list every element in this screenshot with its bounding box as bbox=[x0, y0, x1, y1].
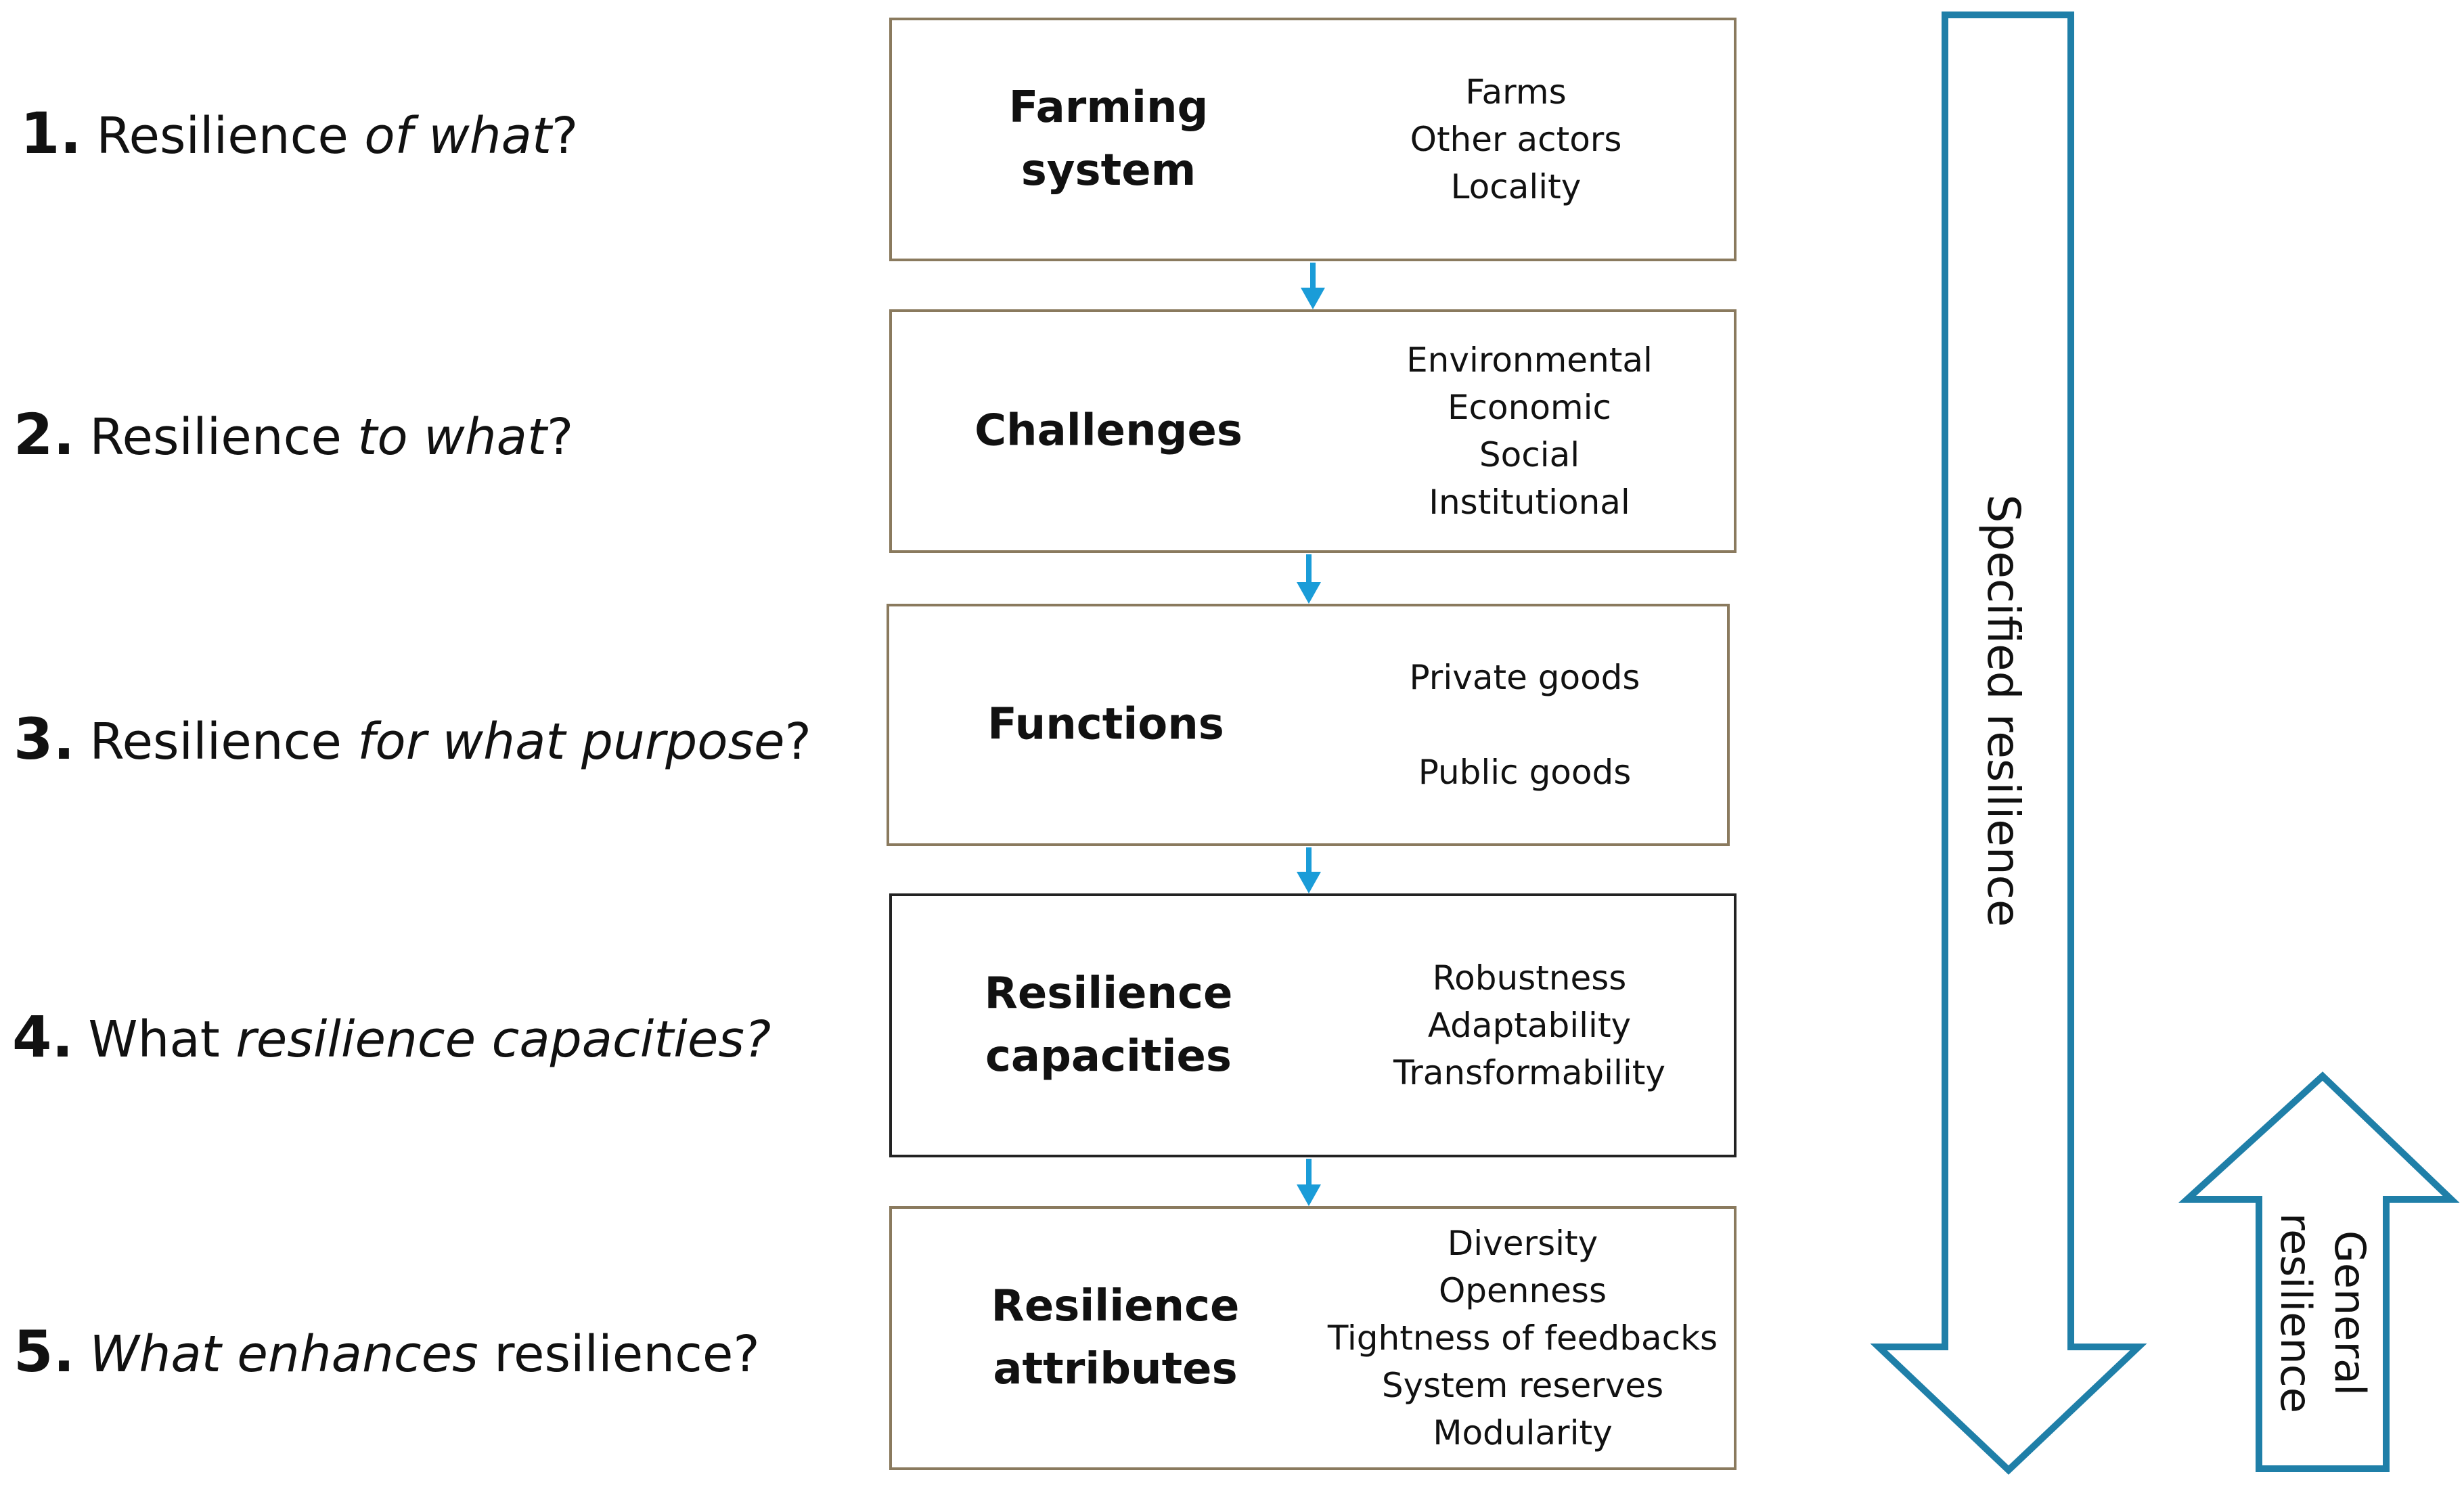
question-4: 4.What resilience capacities? bbox=[12, 1008, 771, 1065]
box-items: Private goods Public goods bbox=[1336, 654, 1713, 796]
box-title-line: attributes bbox=[993, 1344, 1238, 1394]
box-title-line: Farming bbox=[1008, 83, 1209, 133]
box-item: Diversity bbox=[1447, 1224, 1598, 1263]
box-item: Public goods bbox=[1418, 753, 1632, 792]
connector-arrow-3 bbox=[1297, 847, 1321, 893]
general-label-line: resilience bbox=[2271, 1213, 2321, 1413]
connector-arrow-1 bbox=[1301, 263, 1325, 309]
box-items: Diversity Openness Tightness of feedback… bbox=[1325, 1220, 1720, 1457]
box-title-line: capacities bbox=[985, 1031, 1232, 1082]
box-title: Functions bbox=[889, 694, 1322, 757]
box-item: Social bbox=[1479, 435, 1580, 474]
question-suffix: ? bbox=[552, 107, 579, 165]
box-resilience-attributes: Resilience attributes Diversity Openness… bbox=[889, 1206, 1737, 1470]
question-prefix: Resilience bbox=[96, 107, 365, 165]
box-item: Modularity bbox=[1433, 1413, 1613, 1452]
box-item: Adaptability bbox=[1427, 1006, 1632, 1045]
box-title-line: Functions bbox=[987, 699, 1224, 750]
box-title-line: system bbox=[1021, 146, 1196, 196]
box-item: Private goods bbox=[1409, 658, 1640, 697]
question-suffix: resilience? bbox=[478, 1325, 760, 1383]
box-item: Other actors bbox=[1410, 120, 1622, 159]
box-title-line: Resilience bbox=[991, 1281, 1240, 1331]
question-prefix: Resilience bbox=[89, 408, 358, 466]
box-challenges: Challenges Environmental Economic Social… bbox=[889, 309, 1737, 553]
box-title: Resilience attributes bbox=[892, 1275, 1339, 1401]
question-number: 3. bbox=[14, 706, 75, 772]
box-item: Economic bbox=[1447, 388, 1612, 427]
question-number: 4. bbox=[12, 1004, 74, 1070]
box-item: Transformability bbox=[1393, 1053, 1665, 1092]
question-number: 5. bbox=[14, 1318, 75, 1385]
question-number: 1. bbox=[20, 100, 82, 167]
box-items: Farms Other actors Locality bbox=[1312, 68, 1720, 210]
question-emphasis: to what bbox=[357, 408, 547, 466]
connector-arrow-2 bbox=[1297, 554, 1321, 604]
question-emphasis: resilience capacities? bbox=[236, 1011, 771, 1069]
connector-arrow-4 bbox=[1297, 1159, 1321, 1206]
question-5: 5.What enhances resilience? bbox=[14, 1323, 760, 1380]
box-item: Robustness bbox=[1432, 958, 1627, 998]
question-prefix: What bbox=[88, 1011, 236, 1069]
box-item: Tightness of feedbacks bbox=[1327, 1318, 1718, 1358]
question-number: 2. bbox=[14, 401, 75, 468]
question-2: 2.Resilience to what? bbox=[14, 406, 573, 463]
general-label-line: General bbox=[2325, 1230, 2375, 1396]
box-item: Locality bbox=[1450, 167, 1582, 206]
general-resilience-label: General resilience bbox=[2268, 1213, 2377, 1413]
question-3: 3.Resilience for what purpose? bbox=[14, 711, 811, 768]
box-title-line: Resilience bbox=[984, 969, 1233, 1019]
box-title: Challenges bbox=[892, 400, 1325, 463]
specified-resilience-arrow bbox=[1870, 12, 2147, 1475]
question-suffix: ? bbox=[546, 408, 574, 466]
box-functions: Functions Private goods Public goods bbox=[887, 604, 1730, 846]
question-emphasis: of what bbox=[364, 107, 552, 165]
question-emphasis: What enhances bbox=[89, 1325, 478, 1383]
question-prefix: Resilience bbox=[89, 713, 358, 771]
question-emphasis: for what purpose bbox=[357, 713, 785, 771]
box-resilience-capacities: Resilience capacities Robustness Adaptab… bbox=[889, 893, 1737, 1157]
box-title-line: Challenges bbox=[975, 405, 1242, 456]
box-items: Environmental Economic Social Institutio… bbox=[1339, 336, 1720, 526]
general-resilience-arrow bbox=[2178, 1071, 2460, 1472]
specified-resilience-label: Specified resilience bbox=[1977, 494, 2030, 927]
box-title: Farming system bbox=[892, 76, 1325, 202]
box-items: Robustness Adaptability Transformability bbox=[1339, 954, 1720, 1096]
box-item: Environmental bbox=[1406, 340, 1653, 380]
box-item: Institutional bbox=[1429, 483, 1630, 522]
box-farming-system: Farming system Farms Other actors Locali… bbox=[889, 18, 1737, 261]
box-title: Resilience capacities bbox=[892, 962, 1325, 1088]
question-suffix: ? bbox=[784, 713, 811, 771]
box-item: Farms bbox=[1465, 72, 1567, 112]
question-1: 1.Resilience of what? bbox=[20, 105, 578, 162]
box-item: Openness bbox=[1438, 1271, 1607, 1310]
box-item: System reserves bbox=[1381, 1366, 1664, 1405]
